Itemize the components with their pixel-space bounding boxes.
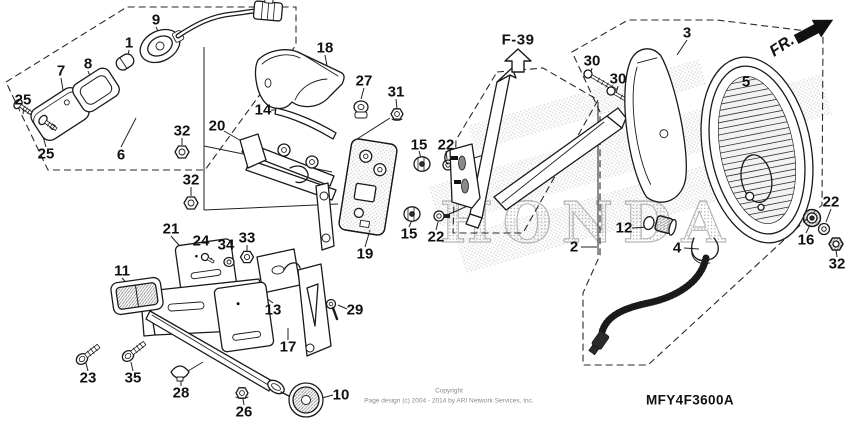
- callout-25b[interactable]: 25: [37, 145, 55, 163]
- bulb-socket-12: [643, 215, 677, 236]
- nut-32c: [828, 237, 844, 251]
- callout-25a[interactable]: 25: [14, 91, 32, 109]
- bolt-23: [75, 343, 101, 366]
- callout-30a[interactable]: 30: [583, 52, 601, 70]
- nut-26: [235, 387, 249, 399]
- callout-24[interactable]: 24: [192, 232, 210, 250]
- nut-33: [239, 250, 255, 264]
- callout-4[interactable]: 4: [672, 239, 682, 257]
- screw-24: [200, 252, 215, 264]
- callout-15b[interactable]: 15: [400, 225, 418, 243]
- callout-16[interactable]: 16: [797, 231, 815, 249]
- callout-22c[interactable]: 22: [822, 193, 840, 211]
- callout-9[interactable]: 9: [151, 11, 161, 29]
- taillight-lens-cover: [624, 48, 687, 203]
- callout-22a[interactable]: 22: [437, 136, 455, 154]
- callout-34[interactable]: 34: [217, 236, 235, 254]
- copyright-note: Copyright Page design (c) 2004 - 2014 by…: [309, 386, 589, 406]
- plate-13: [213, 281, 275, 353]
- fender-stay: [444, 67, 627, 229]
- callout-5[interactable]: 5: [741, 73, 751, 91]
- bolt-22b: [433, 210, 450, 222]
- bracket-17: [145, 262, 332, 395]
- section-ref-f39[interactable]: F-39: [501, 31, 535, 49]
- nut-31: [390, 108, 404, 121]
- f39-up-arrow-icon: [504, 48, 532, 73]
- callout-11[interactable]: 11: [114, 262, 130, 280]
- center-stay: [256, 248, 301, 294]
- callout-19[interactable]: 19: [356, 245, 374, 263]
- screw-29: [325, 298, 339, 321]
- callout-3[interactable]: 3: [682, 24, 692, 42]
- callout-32c[interactable]: 32: [828, 255, 846, 273]
- callout-7[interactable]: 7: [56, 62, 66, 80]
- callout-6[interactable]: 6: [116, 146, 126, 164]
- callout-13[interactable]: 13: [264, 301, 282, 319]
- setting-plate: [338, 138, 398, 236]
- callout-28[interactable]: 28: [172, 384, 190, 402]
- reflector-10: [280, 382, 324, 418]
- nut-32b: [183, 196, 199, 210]
- bulb-22: [817, 222, 831, 236]
- seal-strip: [274, 107, 337, 140]
- clip: [353, 100, 369, 119]
- fr-label: FR.: [767, 32, 798, 61]
- grommet-15a: [413, 156, 431, 172]
- license-light-gasket: [72, 67, 120, 113]
- callout-10[interactable]: 10: [332, 386, 350, 404]
- callout-18[interactable]: 18: [316, 39, 334, 57]
- callout-14[interactable]: 14: [254, 101, 272, 119]
- callout-8[interactable]: 8: [83, 55, 93, 73]
- plate-21: [174, 238, 238, 296]
- taillight-bracket: [239, 133, 337, 251]
- license-light-socket: [139, 0, 284, 64]
- rear-cover: [254, 49, 345, 110]
- copyright-line2: Page design (c) 2004 - 2014 by ARI Netwo…: [364, 397, 534, 404]
- callout-31[interactable]: 31: [387, 83, 405, 101]
- callout-15a[interactable]: 15: [410, 136, 428, 154]
- callout-27[interactable]: 27: [355, 72, 373, 90]
- callout-33[interactable]: 33: [238, 229, 256, 247]
- screw-25a: [13, 98, 33, 115]
- reflector-11: [110, 276, 164, 316]
- callout-29[interactable]: 29: [346, 301, 364, 319]
- callout-21[interactable]: 21: [162, 220, 180, 238]
- nut-32a: [174, 145, 190, 159]
- callout-35[interactable]: 35: [124, 369, 142, 387]
- callout-2[interactable]: 2: [569, 238, 579, 256]
- diagram-code: MFY4F3600A: [645, 392, 735, 408]
- callout-22b[interactable]: 22: [427, 228, 445, 246]
- callout-20[interactable]: 20: [208, 117, 226, 135]
- callout-17[interactable]: 17: [279, 338, 297, 356]
- callout-30b[interactable]: 30: [609, 70, 627, 88]
- collar-34: [223, 256, 235, 268]
- fr-direction-arrow-icon: [793, 19, 834, 44]
- callout-32a[interactable]: 32: [173, 122, 191, 140]
- connector-plug: [252, 0, 284, 22]
- honda-watermark: HONDA: [440, 190, 735, 256]
- callout-32b[interactable]: 32: [182, 171, 200, 189]
- grommet-28: [170, 365, 190, 382]
- callout-23[interactable]: 23: [79, 369, 97, 387]
- bolt-35: [121, 340, 147, 363]
- copyright-line1: Copyright: [435, 387, 463, 395]
- taillight-unit: [691, 56, 814, 265]
- wire-harness: [588, 254, 710, 356]
- dashed-outlines: [5, 6, 824, 366]
- grommet-15b: [403, 206, 421, 222]
- license-light-bulb: [115, 53, 135, 71]
- screw-25b: [38, 114, 58, 131]
- callout-1[interactable]: 1: [124, 34, 134, 52]
- callout-12[interactable]: 12: [615, 219, 633, 237]
- socket-16: [802, 208, 822, 228]
- callout-26[interactable]: 26: [235, 403, 253, 421]
